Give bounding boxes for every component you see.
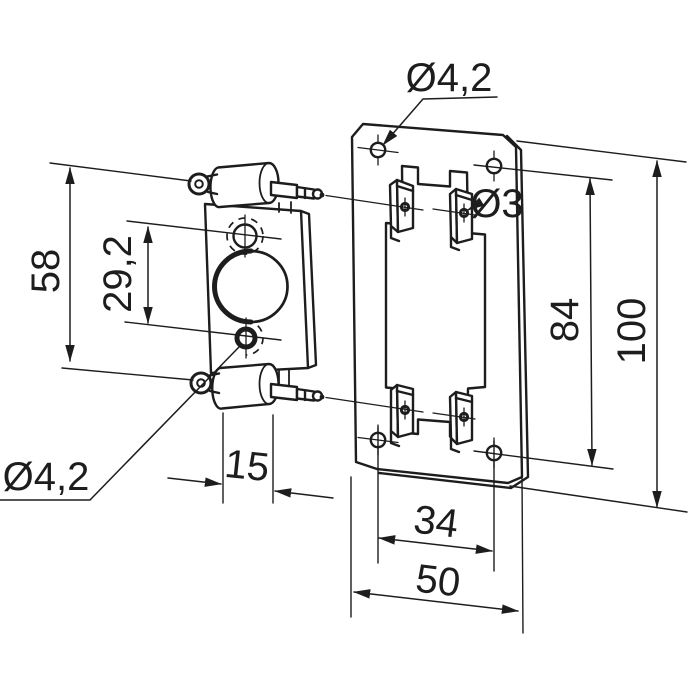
leader-plate-hole <box>382 96 498 146</box>
dimline-15-right <box>274 488 334 499</box>
dim-label-58: 58 <box>24 249 68 294</box>
alignment-centerlines <box>325 194 476 427</box>
bottom-pin-blade <box>269 382 299 402</box>
ext-84-top <box>473 164 613 181</box>
ext-58-top <box>49 162 192 182</box>
top-coil-body <box>209 161 280 209</box>
dimline-34 <box>378 535 493 554</box>
ext-34 <box>377 426 495 572</box>
bottom-coil-body <box>211 362 280 410</box>
ext-58-bottom <box>61 367 194 381</box>
ext-29-2-bottom <box>124 321 282 341</box>
ext-84-bottom <box>473 450 614 470</box>
top-pin-nub <box>319 192 325 198</box>
bottom-pin-nub <box>319 394 325 400</box>
plate-thickness-edge <box>377 134 530 490</box>
top-solder-lug <box>187 172 211 196</box>
top-coil-endcap <box>258 162 270 204</box>
leader-tab-hole <box>467 197 485 211</box>
top-pin-blade <box>269 180 299 200</box>
dim-label-15: 15 <box>223 442 272 490</box>
dim-label-50: 50 <box>413 556 463 605</box>
bottom-coil-endcap <box>258 363 270 405</box>
dim-label-34: 34 <box>411 497 461 546</box>
bottom-solder-lug <box>189 371 213 395</box>
ext-29-2-top <box>126 220 282 240</box>
dimension-labels: Ø4,2 Ø3 84 100 34 50 58 29,2 15 Ø4,2 <box>3 56 654 606</box>
connector-opening-shadow <box>212 248 254 325</box>
ext-100-bottom <box>509 485 688 513</box>
leader-connector-hole <box>0 346 240 501</box>
ext-50 <box>350 476 524 634</box>
dimline-15-left <box>167 477 222 487</box>
plate-hole-top-left <box>369 141 387 159</box>
dim-label-29-2: 29,2 <box>96 235 140 313</box>
top-lug-arm <box>205 173 219 196</box>
bottom-coil-assembly <box>189 362 325 410</box>
dim-label-84: 84 <box>543 298 587 343</box>
top-bracket <box>278 201 292 214</box>
dimline-50 <box>353 589 519 614</box>
ext-100-top <box>516 140 687 163</box>
dim-label-100: 100 <box>610 298 654 365</box>
plate-tab-bottom-right <box>448 390 474 454</box>
top-coil-assembly <box>187 161 325 214</box>
dim-label-connector-hole-dia: Ø4,2 <box>3 455 90 499</box>
connector-plate-thickness <box>299 209 318 370</box>
ext-15 <box>222 412 274 504</box>
dim-label-plate-hole-dia: Ø4,2 <box>406 56 493 100</box>
panel-connector-view <box>187 161 325 410</box>
dimension-annotations <box>0 96 688 634</box>
dim-label-tab-hole-dia: Ø3 <box>470 182 523 226</box>
dimline-84 <box>585 178 597 466</box>
plate-tab-top-right <box>448 187 474 252</box>
connector-front-plate <box>203 202 310 375</box>
